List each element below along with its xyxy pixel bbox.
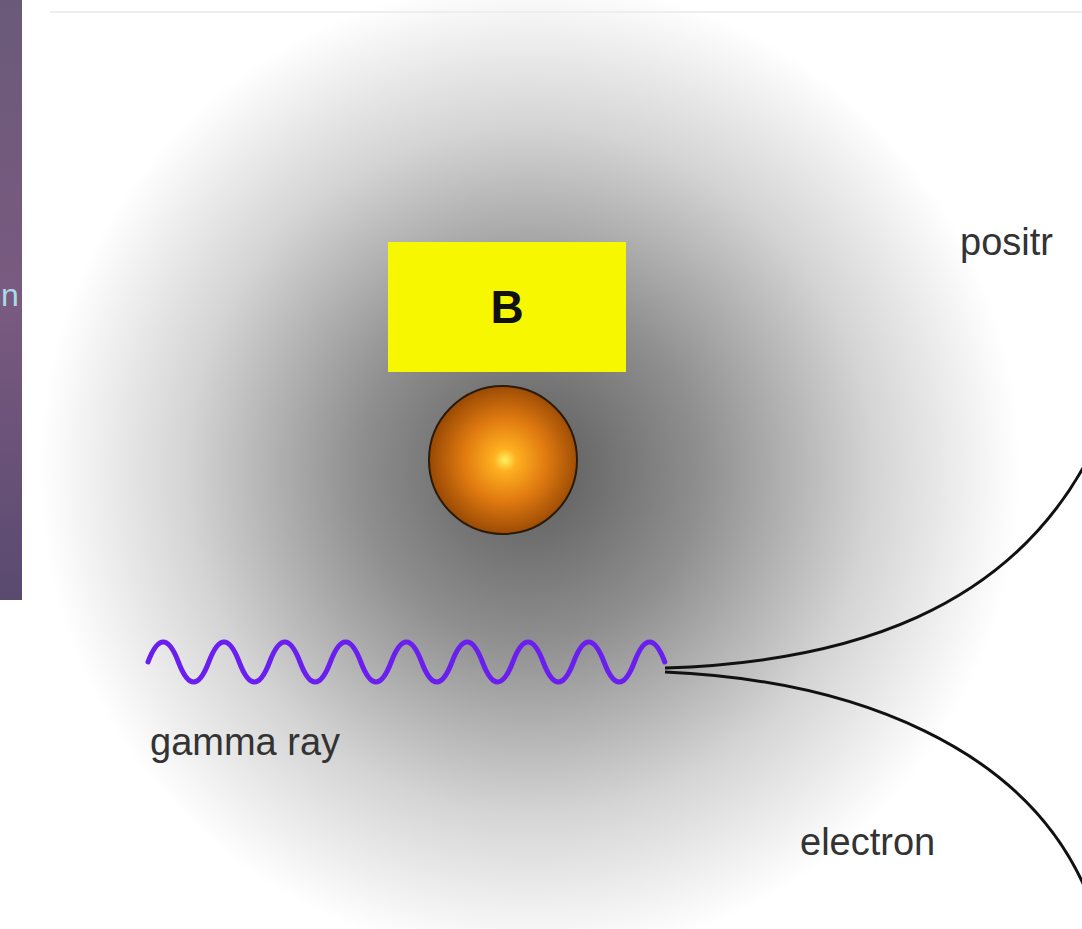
side-panel [0,0,22,600]
box-text: B [490,280,523,334]
electron-label: electron [800,822,935,864]
gamma-wave [148,642,665,682]
top-rule [50,11,1082,13]
nucleus [429,386,577,534]
field-halo [40,0,1020,929]
gamma-label: gamma ray [150,722,340,764]
positron-label: positr [960,222,1053,264]
side-panel-text: n [1,278,19,313]
electron-track [665,672,1082,900]
field-label-box: B [388,242,626,372]
positron-track [665,455,1082,668]
